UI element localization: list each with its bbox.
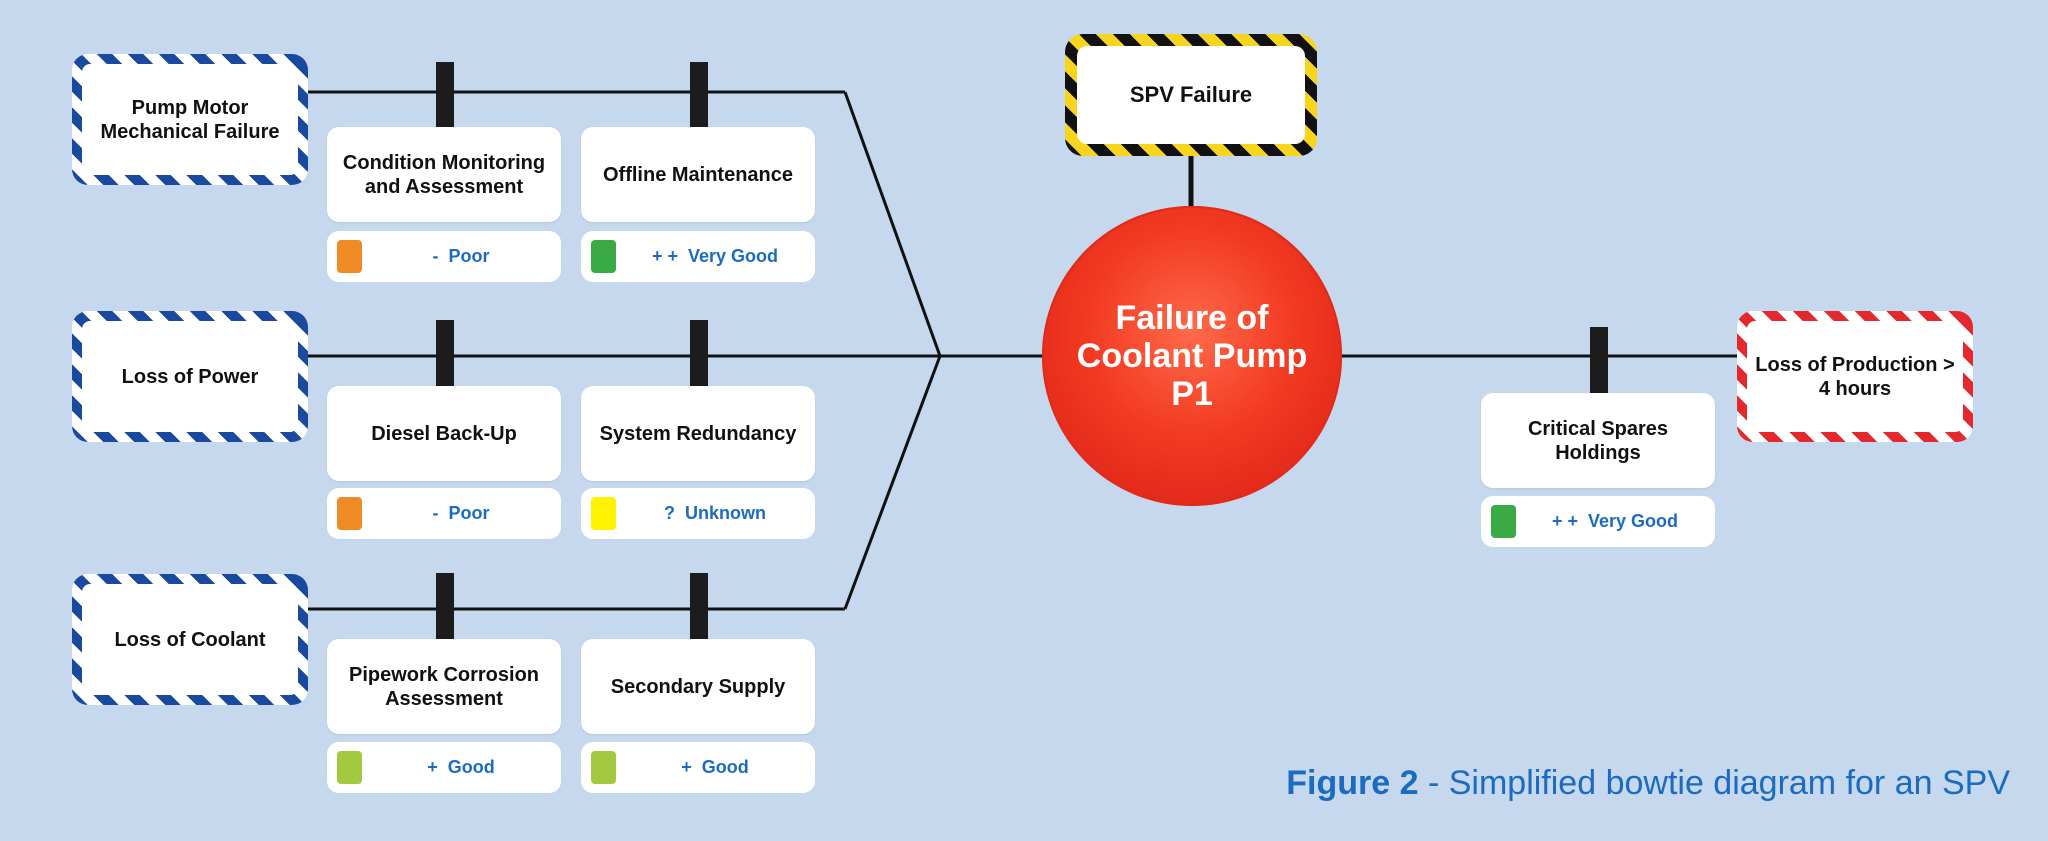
converge-line-1 bbox=[843, 91, 942, 357]
threat-box-1: Pump Motor Mechanical Failure bbox=[72, 54, 308, 185]
threat-box-3: Loss of Coolant bbox=[72, 574, 308, 705]
rating-swatch bbox=[591, 240, 616, 273]
barrier-rating: - Poor bbox=[327, 488, 561, 539]
rating-text: + + Very Good bbox=[1551, 511, 1679, 531]
barrier-rating: - Poor bbox=[327, 231, 561, 282]
barrier-rating: ? Unknown bbox=[581, 488, 815, 539]
barrier-tab bbox=[436, 573, 454, 639]
rating-text: + Good bbox=[427, 757, 495, 777]
mitigating-barrier-rating: + + Very Good bbox=[1481, 496, 1715, 547]
barrier-rating: + Good bbox=[327, 742, 561, 793]
top-event-line-3: P1 bbox=[1171, 375, 1213, 413]
top-event-line-1: Failure of bbox=[1115, 299, 1269, 337]
barrier-card: Diesel Back-Up bbox=[327, 386, 561, 481]
barrier-card: System Redundancy bbox=[581, 386, 815, 481]
barrier-tab bbox=[436, 320, 454, 386]
barrier-card: Condition Monitoring and Assessment bbox=[327, 127, 561, 222]
rating-text: + Good bbox=[681, 757, 749, 777]
rating-swatch bbox=[1491, 505, 1516, 538]
rating-swatch bbox=[337, 751, 362, 784]
threat-label-1: Pump Motor Mechanical Failure bbox=[82, 64, 298, 175]
rating-text: ? Unknown bbox=[664, 503, 766, 523]
threat-box-2: Loss of Power bbox=[72, 311, 308, 442]
hazard-box: SPV Failure bbox=[1065, 34, 1317, 156]
figure-caption-label: Figure 2 bbox=[1286, 764, 1419, 802]
barrier-rating: + + Very Good bbox=[581, 231, 815, 282]
barrier-card: Secondary Supply bbox=[581, 639, 815, 734]
barrier-rating: + Good bbox=[581, 742, 815, 793]
figure-caption-separator: - bbox=[1418, 764, 1449, 802]
barrier-tab bbox=[690, 62, 708, 128]
rating-swatch bbox=[337, 497, 362, 530]
rating-swatch bbox=[337, 240, 362, 273]
barrier-card: Pipework Corrosion Assessment bbox=[327, 639, 561, 734]
converge-line-3 bbox=[843, 355, 942, 610]
barrier-tab bbox=[436, 62, 454, 128]
figure-caption: Figure 2 - Simplified bowtie diagram for… bbox=[1286, 764, 2010, 803]
barrier-tab bbox=[690, 320, 708, 386]
rating-text: - Poor bbox=[432, 246, 490, 266]
consequence-label: Loss of Production > 4 hours bbox=[1747, 321, 1963, 432]
threat-label-3: Loss of Coolant bbox=[82, 584, 298, 695]
threat-label-2: Loss of Power bbox=[82, 321, 298, 432]
hazard-label: SPV Failure bbox=[1077, 46, 1305, 144]
barrier-tab bbox=[1590, 327, 1608, 393]
top-event-line-2: Coolant Pump bbox=[1076, 337, 1308, 375]
top-event-circle: Failure of Coolant Pump P1 bbox=[1042, 206, 1342, 506]
rating-text: + + Very Good bbox=[651, 246, 779, 266]
rating-swatch bbox=[591, 751, 616, 784]
consequence-box: Loss of Production > 4 hours bbox=[1737, 311, 1973, 442]
top-event-label: Failure of Coolant Pump P1 bbox=[1077, 299, 1307, 413]
barrier-tab bbox=[690, 573, 708, 639]
figure-caption-text: Simplified bowtie diagram for an SPV bbox=[1448, 764, 2010, 802]
mitigating-barrier-card: Critical Spares Holdings bbox=[1481, 393, 1715, 488]
barrier-card: Offline Maintenance bbox=[581, 127, 815, 222]
rating-text: - Poor bbox=[432, 503, 490, 523]
rating-swatch bbox=[591, 497, 616, 530]
